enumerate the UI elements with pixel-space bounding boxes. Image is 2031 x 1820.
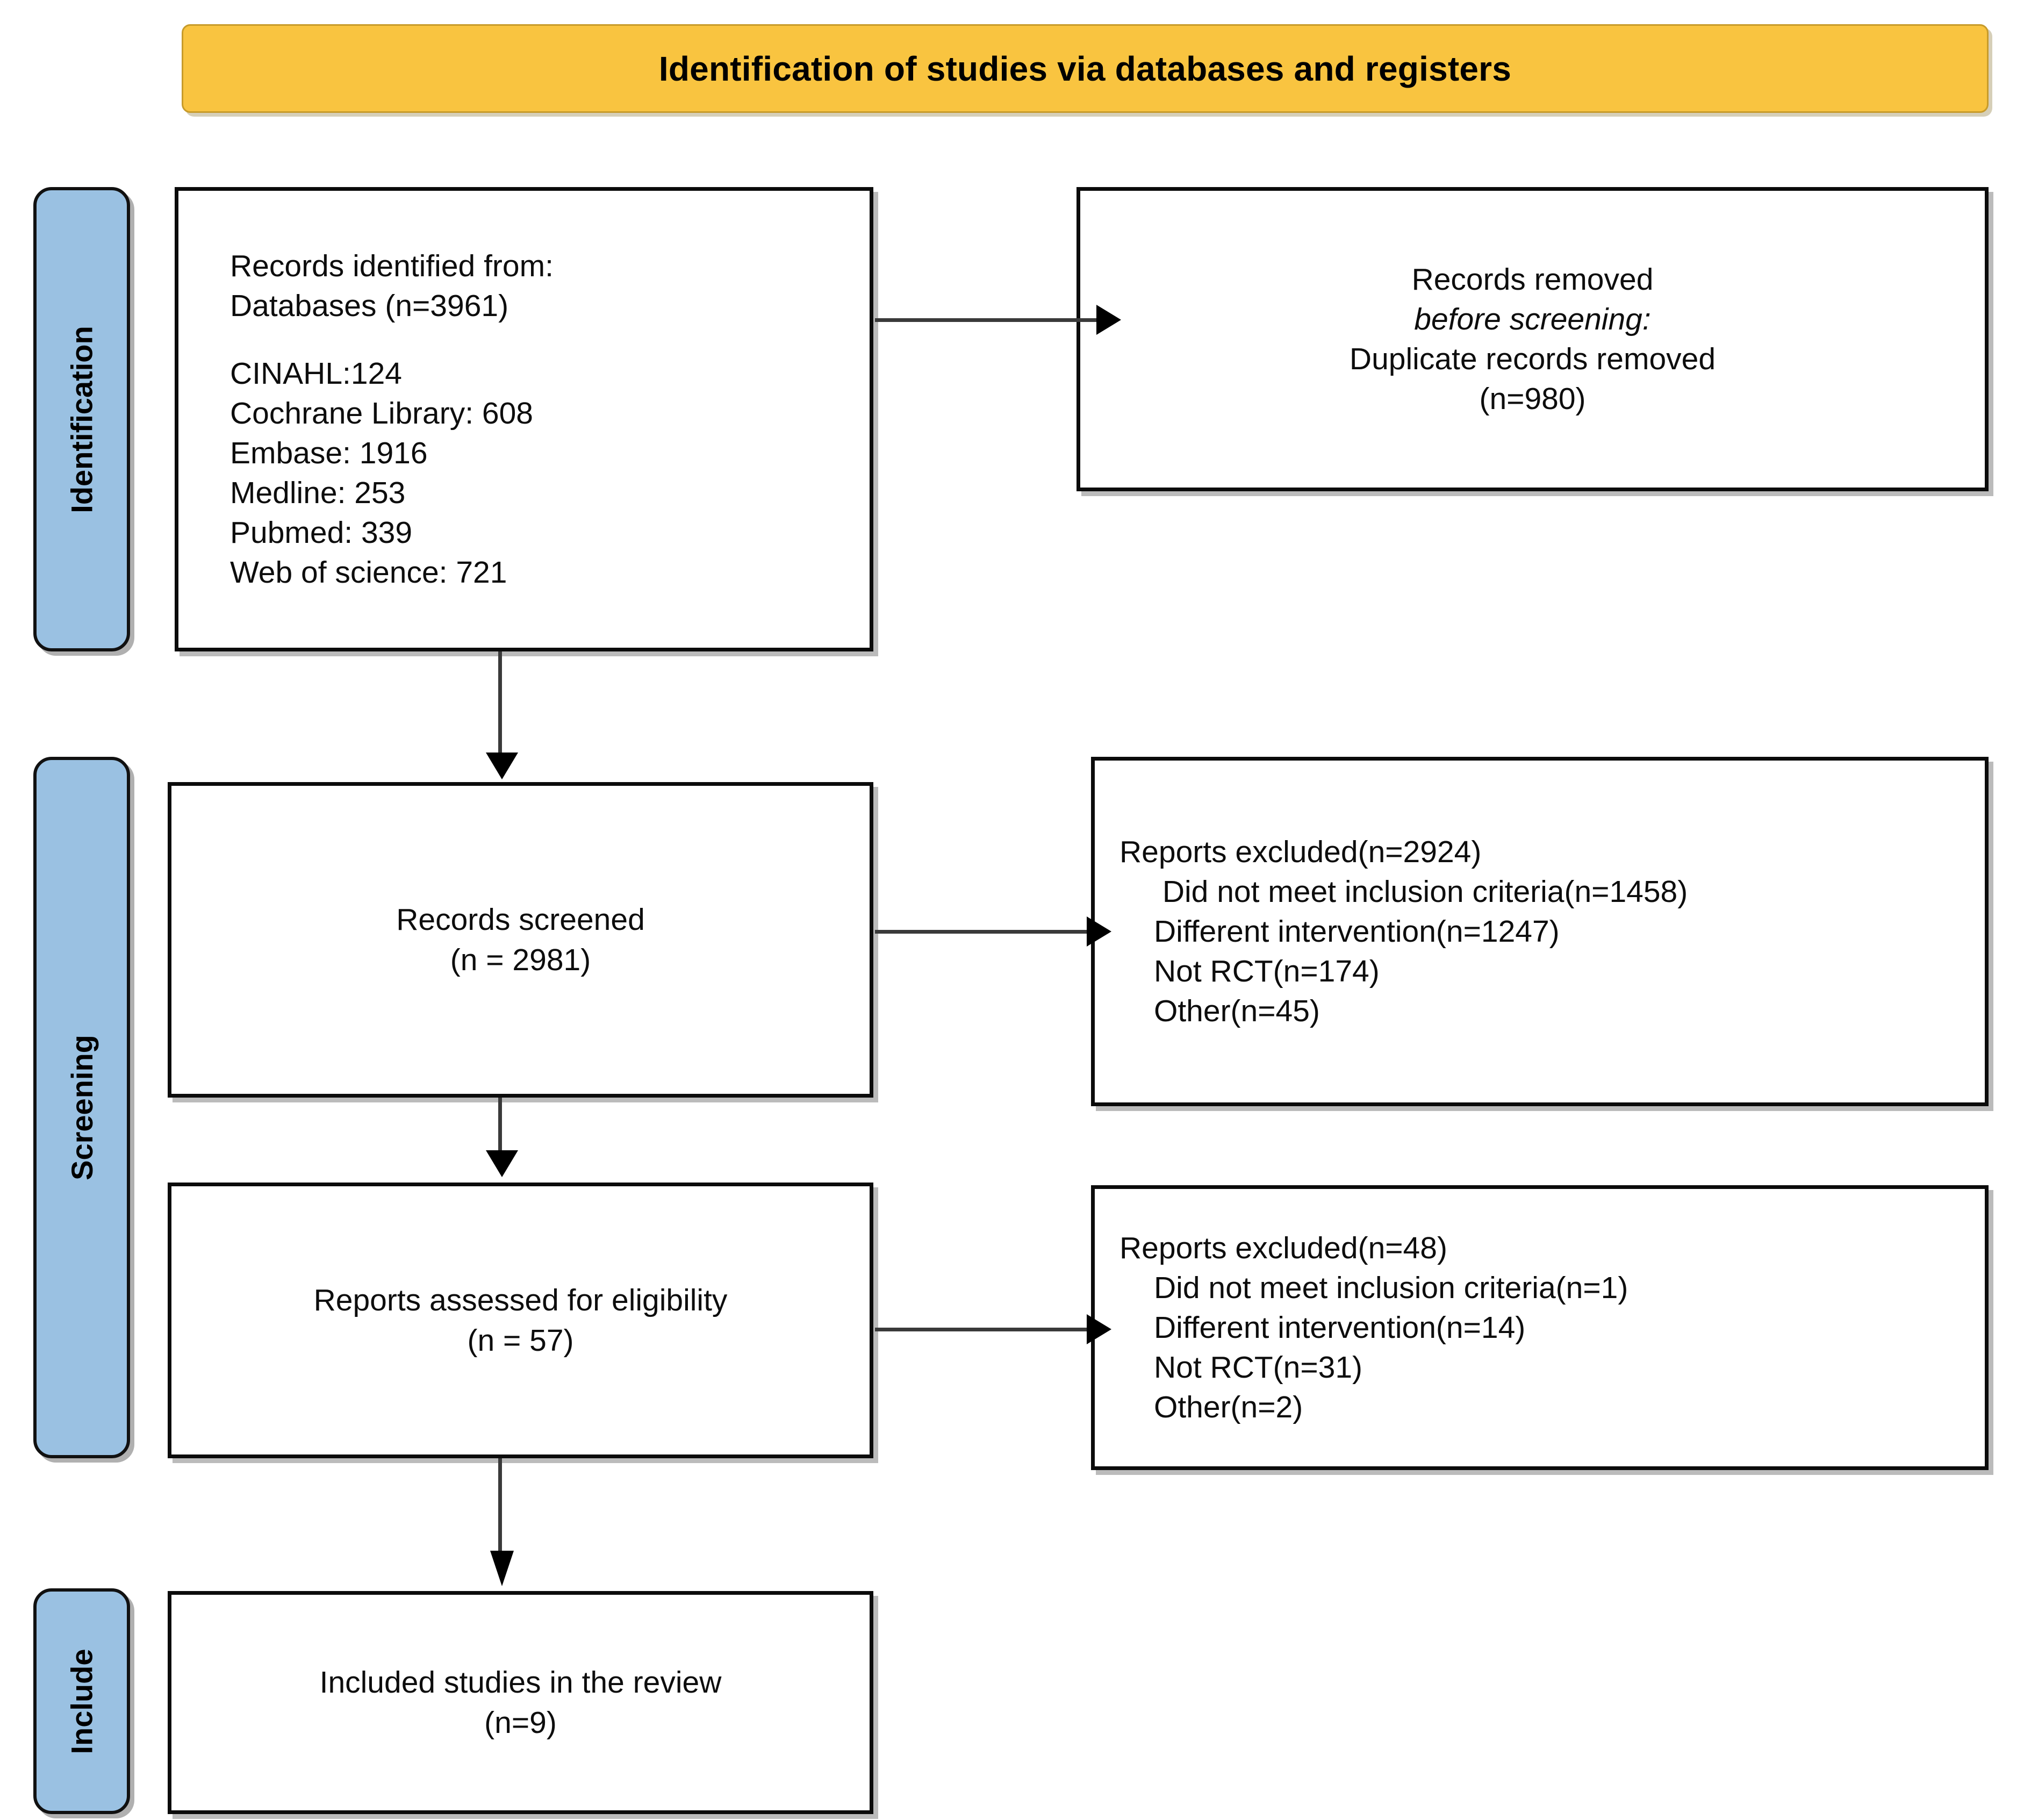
banner-title: Identification of studies via databases … [658,49,1512,88]
box-reports-excluded-eligibility-lines: Reports excluded(n=48) Did not meet incl… [1095,1228,1985,1427]
connector-identified-to-screened [498,651,502,756]
text-line: (n = 57) [467,1323,574,1358]
text-line-italic: before screening: [1414,302,1651,336]
arrow-head-right-icon [1087,1314,1111,1344]
arrow-head-right-icon [1087,916,1111,947]
box-included-studies: Included studies in the review (n=9) [168,1591,873,1814]
connector-eligibility-to-included [498,1458,502,1555]
text-line: Web of science: 721 [230,555,507,590]
text-line: Records identified from: [230,248,554,283]
text-line: Other(n=2) [1154,1390,1303,1425]
text-line: Embase: 1916 [230,436,428,470]
text-line: Other(n=45) [1154,994,1320,1029]
text-line: Records screened [396,902,645,937]
box-included-studies-lines: Included studies in the review (n=9) [171,1663,870,1742]
text-line: Databases (n=3961) [230,288,509,323]
stage-label-identification-text: Identification [64,325,99,513]
arrow-head-right-icon [1096,305,1121,335]
arrow-head-down-icon [486,1150,518,1177]
text-line: (n=9) [484,1705,557,1740]
connector-eligibility-to-excluded [875,1328,1090,1331]
text-line: Different intervention(n=1247) [1154,914,1560,949]
text-line: Cochrane Library: 608 [230,396,533,431]
box-records-screened: Records screened (n = 2981) [168,782,873,1098]
text-line: Not RCT(n=174) [1154,954,1380,989]
text-line: (n = 2981) [450,942,591,977]
connector-identified-to-removed [875,318,1101,322]
text-line: Duplicate records removed [1349,342,1716,376]
arrow-head-down-icon [486,753,518,779]
box-records-identified-lines: Records identified from: Databases (n=39… [178,246,870,593]
arrow-head-down-icon [490,1551,514,1586]
text-line: Did not meet inclusion criteria(n=1) [1154,1270,1628,1305]
box-reports-excluded-screening-lines: Reports excluded(n=2924) Did not meet in… [1095,832,1985,1031]
text-line-spacer [230,326,870,354]
box-records-identified: Records identified from: Databases (n=39… [175,187,873,651]
stage-label-screening-text: Screening [64,1035,99,1180]
text-line: (n=980) [1479,382,1586,417]
stage-label-identification: Identification [33,187,130,651]
text-line: CINAHL:124 [230,356,402,391]
text-line: Pubmed: 339 [230,515,413,550]
text-line: Different intervention(n=14) [1154,1310,1526,1345]
text-line: Records removed [1411,262,1654,297]
box-reports-excluded-screening: Reports excluded(n=2924) Did not meet in… [1091,757,1989,1106]
text-line: Not RCT(n=31) [1154,1350,1363,1385]
box-records-removed-lines: Records removed before screening: Duplic… [1080,260,1985,419]
connector-screened-to-eligibility [498,1098,502,1154]
stage-label-include: Include [33,1588,130,1814]
box-records-removed: Records removed before screening: Duplic… [1076,187,1989,491]
text-line: Reports assessed for eligibility [313,1283,728,1318]
stage-label-screening: Screening [33,757,130,1458]
box-reports-assessed-eligibility-lines: Reports assessed for eligibility (n = 57… [171,1280,870,1360]
box-reports-excluded-eligibility: Reports excluded(n=48) Did not meet incl… [1091,1185,1989,1470]
text-line: Did not meet inclusion criteria(n=1458) [1154,874,1688,909]
connector-screened-to-excluded [875,930,1090,934]
box-records-screened-lines: Records screened (n = 2981) [171,900,870,979]
text-line: Reports excluded(n=2924) [1119,834,1482,869]
text-line: Reports excluded(n=48) [1119,1230,1447,1265]
text-line: Medline: 253 [230,476,406,511]
header-banner: Identification of studies via databases … [182,24,1989,113]
stage-label-include-text: Include [64,1648,99,1754]
text-line: Included studies in the review [319,1665,722,1700]
box-reports-assessed-eligibility: Reports assessed for eligibility (n = 57… [168,1183,873,1458]
